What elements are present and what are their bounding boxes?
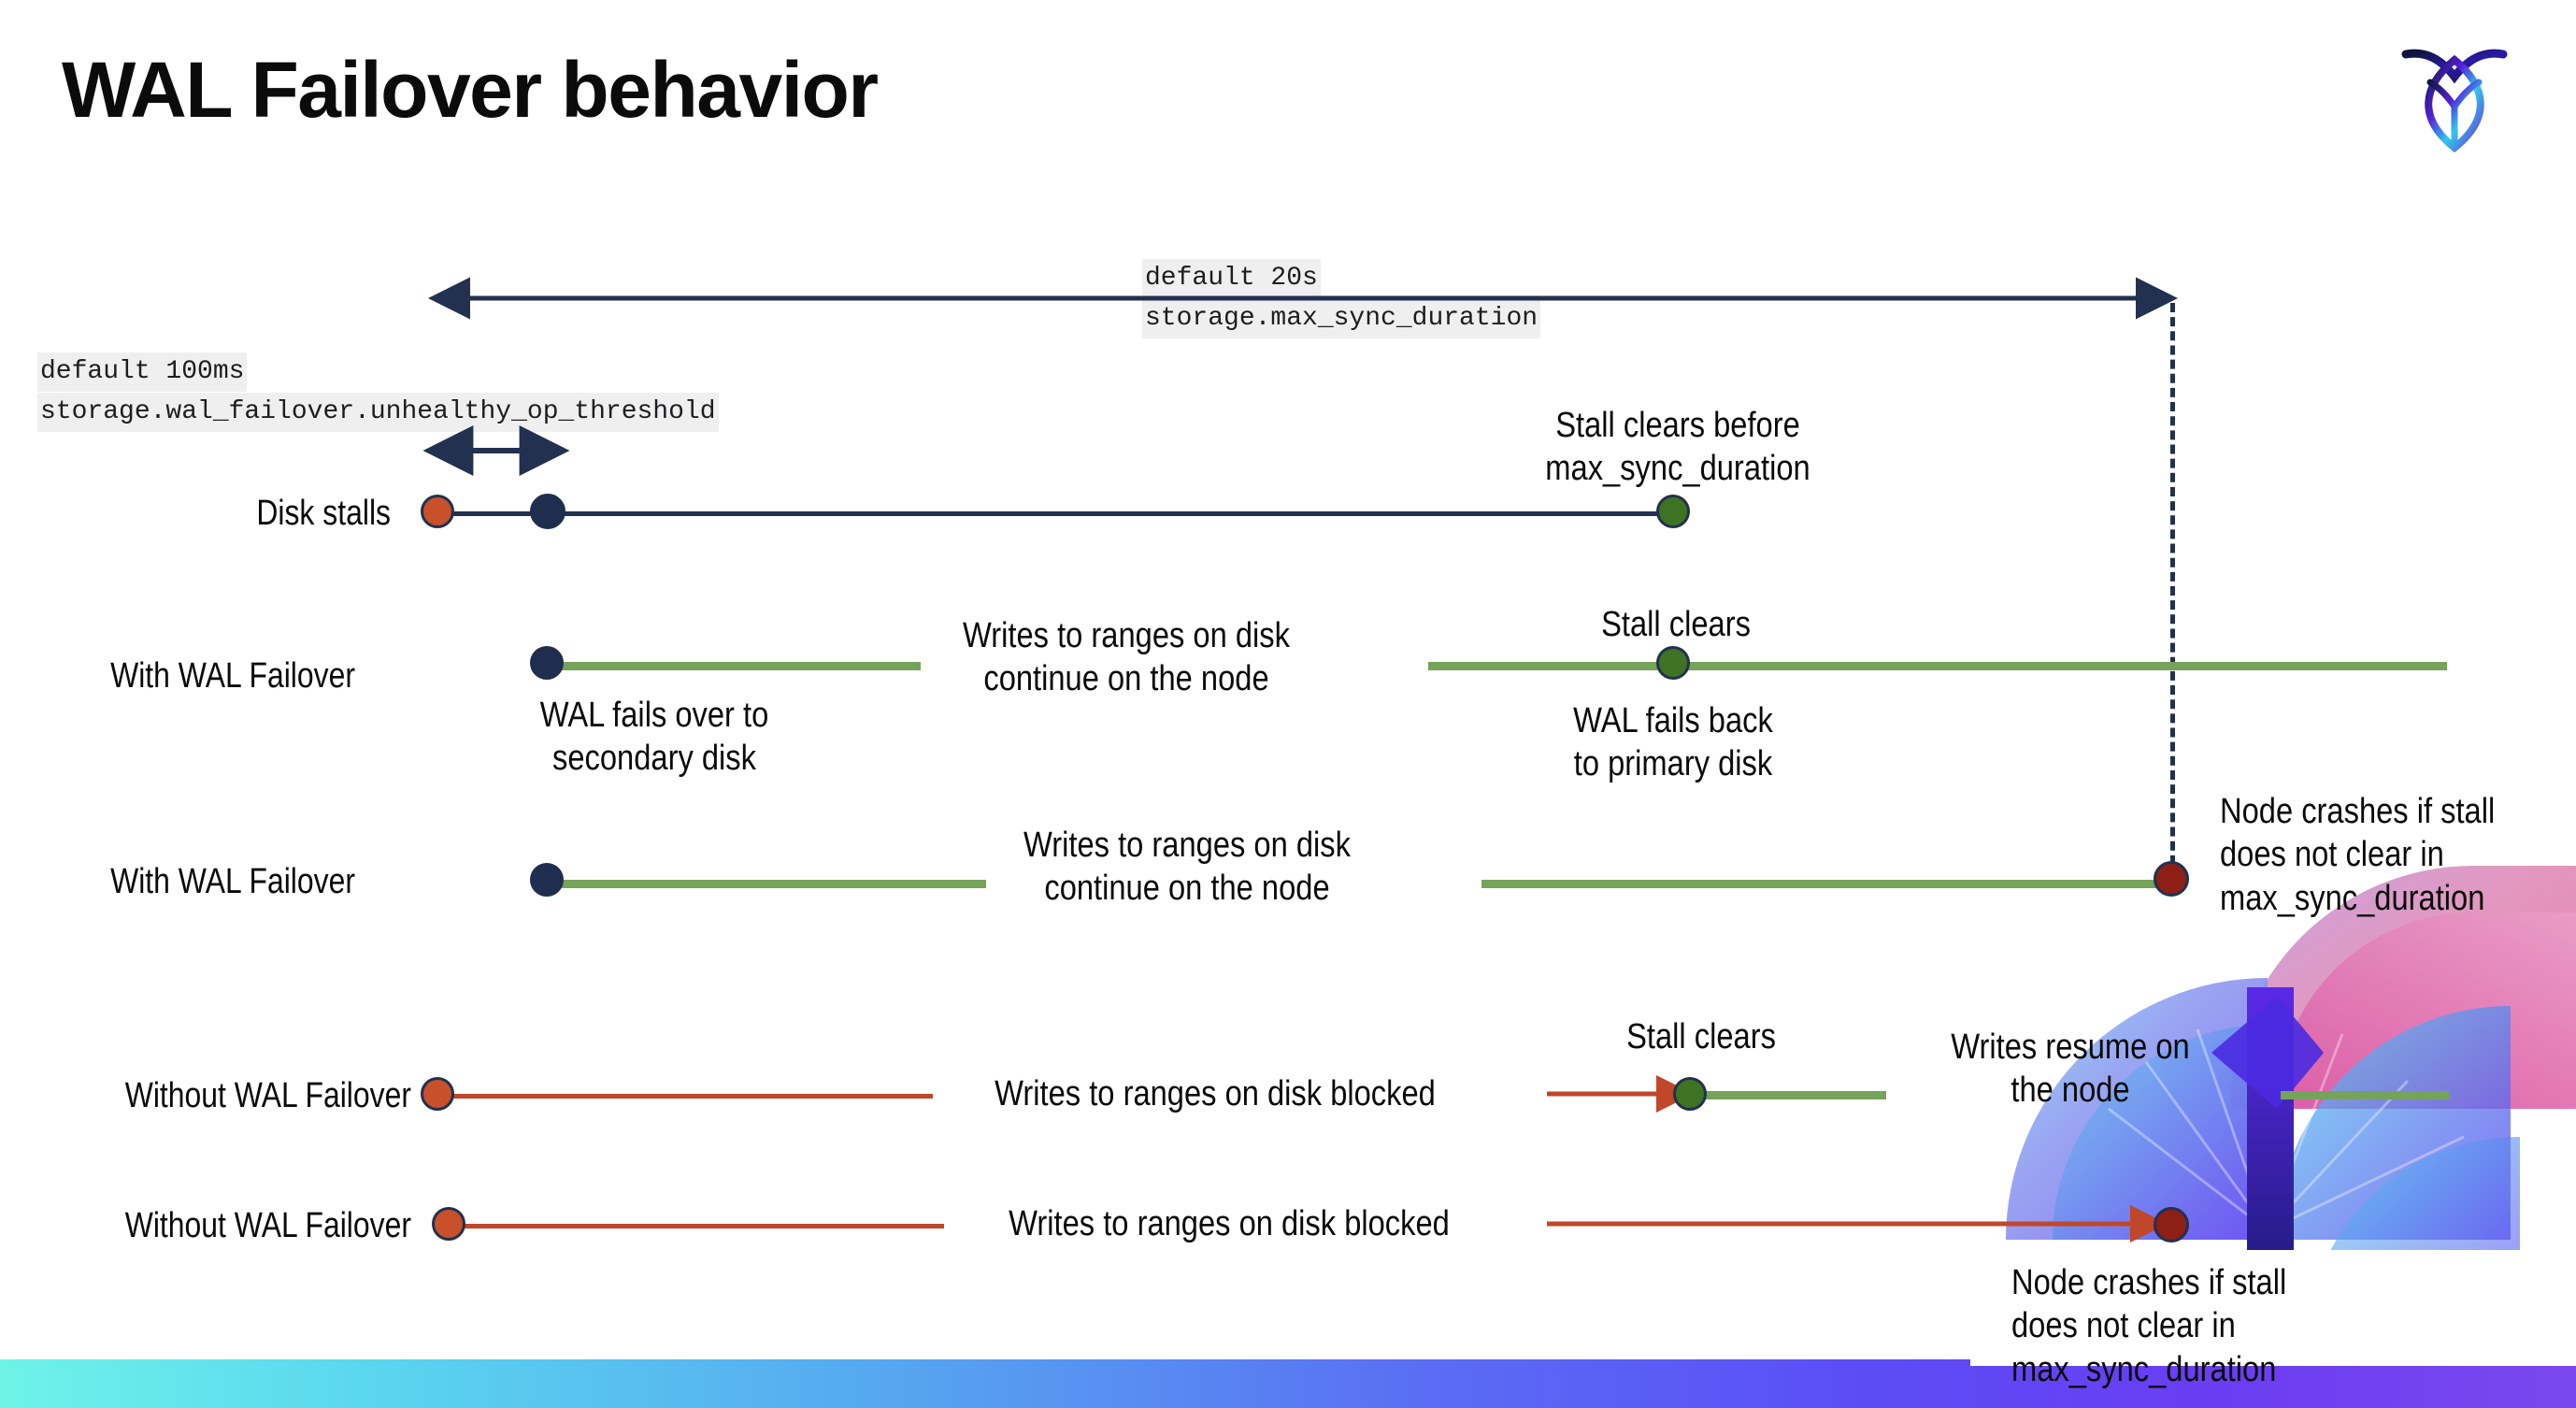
writes-blocked-line-2 — [449, 1224, 944, 1228]
anno-wal-fails-back: WAL fails back to primary disk — [1573, 701, 1773, 784]
anno-writes-blocked-1: Writes to ranges on disk blocked — [995, 1074, 1436, 1113]
anno-writes-resume: Writes resume on the node — [1951, 1027, 2190, 1111]
anno-wal-fails-over: WAL fails over to secondary disk — [539, 696, 769, 779]
wal-failover-secondary-segment-b — [547, 880, 986, 888]
anno-writes-continue-1: Writes to ranges on disk continue on the… — [963, 616, 1290, 699]
anno-stall-clears-before: Stall clears before max_sync_duration — [1545, 406, 1810, 489]
anno-node-crashes-1: Node crashes if stall does not clear in … — [2220, 792, 2496, 918]
disk-stall-threshold-dot — [530, 494, 565, 529]
wal-failover-primary-segment-a — [1428, 662, 2447, 670]
wal-failover-secondary-segment-a — [547, 662, 921, 670]
node-crash-dot-2 — [2154, 1207, 2189, 1243]
wal-failover-start-dot-2 — [530, 863, 564, 897]
writes-blocked-line-1 — [437, 1094, 933, 1099]
node-crash-callout-box — [1970, 1250, 2576, 1366]
disk-stall-clear-dot — [1656, 495, 1690, 528]
row-label-with-wal-failover-1: With WAL Failover — [110, 656, 355, 696]
row-label-without-wal-failover-2: Without WAL Failover — [124, 1206, 411, 1245]
cockroach-labs-logo-icon — [2389, 28, 2520, 168]
writes-resume-segment-2 — [2281, 1091, 2449, 1099]
wal-failover-start-dot — [530, 646, 564, 680]
row-label-disk-stalls: Disk stalls — [256, 494, 391, 533]
disk-stall-start-dot — [421, 495, 454, 528]
without-wal-stall-start-dot-2 — [432, 1207, 465, 1241]
node-crash-dot-1 — [2154, 861, 2189, 897]
anno-stall-clears-2: Stall clears — [1626, 1017, 1776, 1056]
writes-resume-segment-1 — [1682, 1091, 1886, 1099]
row-label-without-wal-failover-1: Without WAL Failover — [124, 1076, 411, 1115]
max-sync-duration-drop-line — [2170, 303, 2175, 879]
anno-stall-clears-1: Stall clears — [1601, 605, 1751, 644]
without-wal-stall-start-dot-1 — [421, 1077, 454, 1111]
disk-stalls-timeline — [437, 511, 1677, 516]
anno-writes-continue-2: Writes to ranges on disk continue on the… — [1023, 826, 1351, 909]
page-title: WAL Failover behavior — [62, 46, 879, 134]
anno-node-crashes-2: Node crashes if stall does not clear in … — [2011, 1263, 2287, 1389]
wal-failover-secondary-segment-c — [1481, 880, 2173, 888]
unhealthy-op-default-label: default 100ms — [37, 352, 248, 392]
max-sync-default-label: default 20s — [1142, 259, 1321, 298]
without-wal-stall-clear-dot — [1673, 1077, 1707, 1111]
max-sync-setting-name: storage.max_sync_duration — [1142, 299, 1541, 338]
bottom-accent-bar — [0, 1359, 2576, 1408]
anno-writes-blocked-2: Writes to ranges on disk blocked — [1009, 1204, 1450, 1243]
row-label-with-wal-failover-2: With WAL Failover — [110, 862, 355, 901]
wal-failover-stall-clear-dot — [1656, 646, 1690, 680]
unhealthy-op-setting-name: storage.wal_failover.unhealthy_op_thresh… — [37, 393, 719, 432]
